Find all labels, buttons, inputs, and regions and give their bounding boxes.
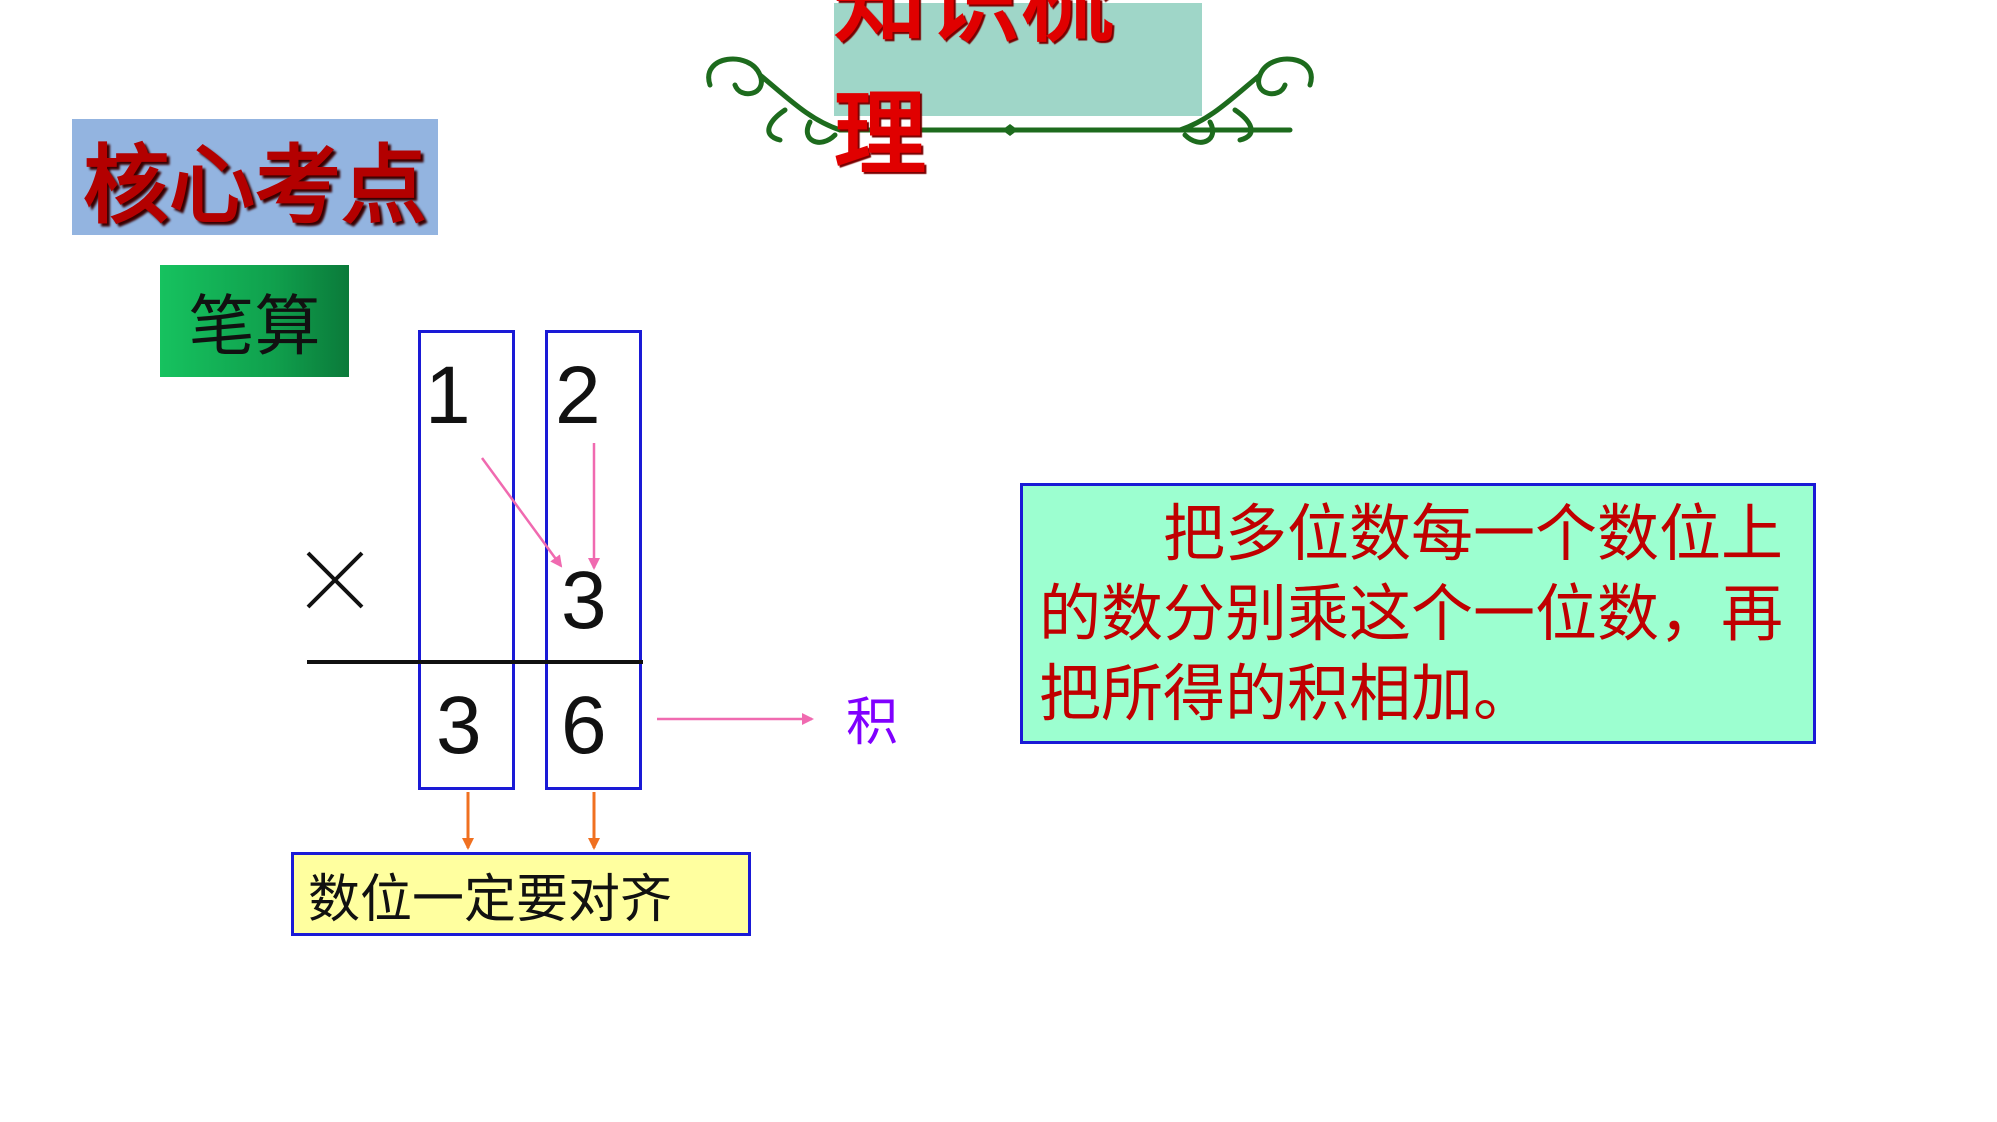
- page-title: 知识梳理: [834, 0, 1117, 188]
- written-calculation-badge: 笔算: [160, 265, 349, 377]
- align-note-text: 数位一定要对齐: [308, 869, 673, 930]
- rule-text: 把多位数每一个数位上的数分别乘这个一位数，再把所得的积相加。: [1039, 497, 1784, 730]
- core-points-label: 核心考点: [83, 135, 427, 236]
- calculation-underline: [307, 660, 643, 664]
- product-tens-digit: 3: [436, 680, 482, 771]
- core-points-badge: 核心考点: [72, 119, 438, 236]
- multiplication-sign-icon: [306, 551, 364, 609]
- written-calculation-label: 笔算: [188, 288, 321, 365]
- multiplier-digit: 3: [561, 555, 607, 646]
- align-note-box: 数位一定要对齐: [291, 852, 751, 936]
- title-banner: 知识梳理: [834, 0, 1202, 188]
- multiplicand-ones-digit: 2: [555, 350, 601, 441]
- product-ones-digit: 6: [561, 680, 607, 771]
- multiplicand-tens-digit: 1: [425, 350, 471, 441]
- product-label: 积: [846, 693, 899, 753]
- title-ornament: [706, 56, 1314, 145]
- rule-box: 把多位数每一个数位上的数分别乘这个一位数，再把所得的积相加。: [1020, 483, 1816, 744]
